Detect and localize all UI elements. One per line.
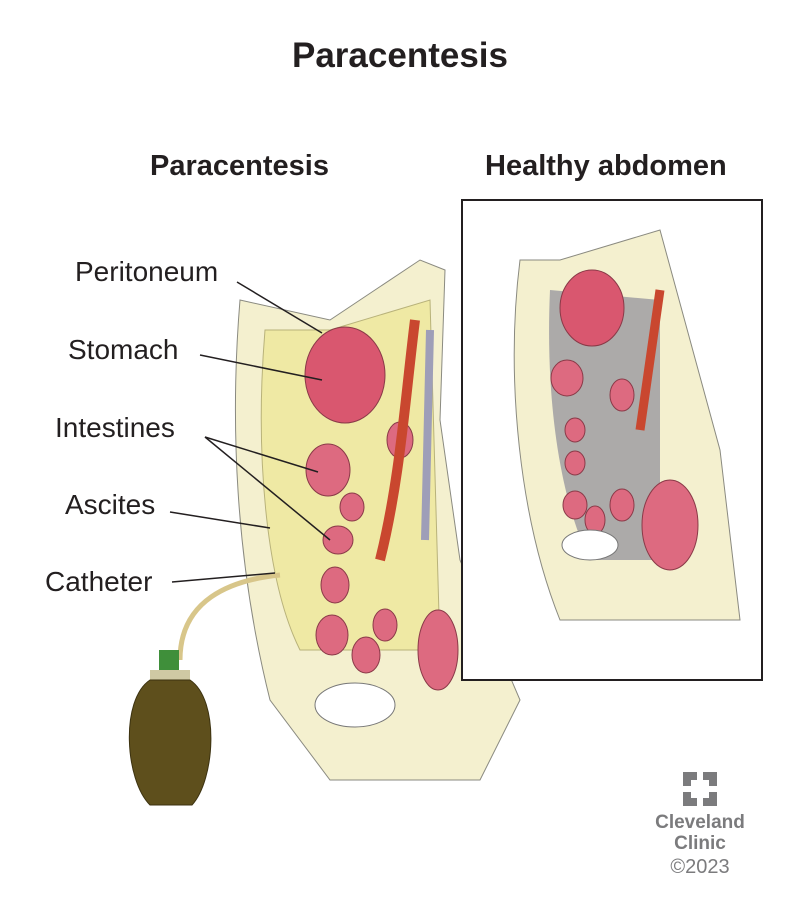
label-stomach: Stomach: [68, 334, 179, 365]
logo-line2: Clinic: [674, 833, 726, 854]
logo-line1: Cleveland: [655, 812, 745, 833]
paracentesis-anatomy: [177, 259, 521, 781]
leader-lines: [169, 281, 331, 583]
drainage-bottle: [128, 650, 212, 806]
catheter-tube: [177, 572, 281, 661]
label-catheter: Catheter: [45, 566, 153, 597]
label-ascites: Ascites: [65, 489, 156, 520]
copyright: ©2023: [670, 856, 730, 878]
cleveland-clinic-logo: Cleveland Clinic ©2023: [615, 772, 785, 880]
stomach: [304, 326, 386, 424]
healthy-anatomy: [513, 229, 741, 621]
panel-title-healthy: Healthy abdomen: [485, 150, 727, 182]
cleveland-clinic-cross-icon: [683, 772, 717, 806]
label-intestines: Intestines: [55, 412, 175, 443]
label-peritoneum: Peritoneum: [75, 256, 219, 287]
page-title: Paracentesis: [292, 36, 508, 75]
panel-title-paracentesis: Paracentesis: [150, 150, 329, 182]
